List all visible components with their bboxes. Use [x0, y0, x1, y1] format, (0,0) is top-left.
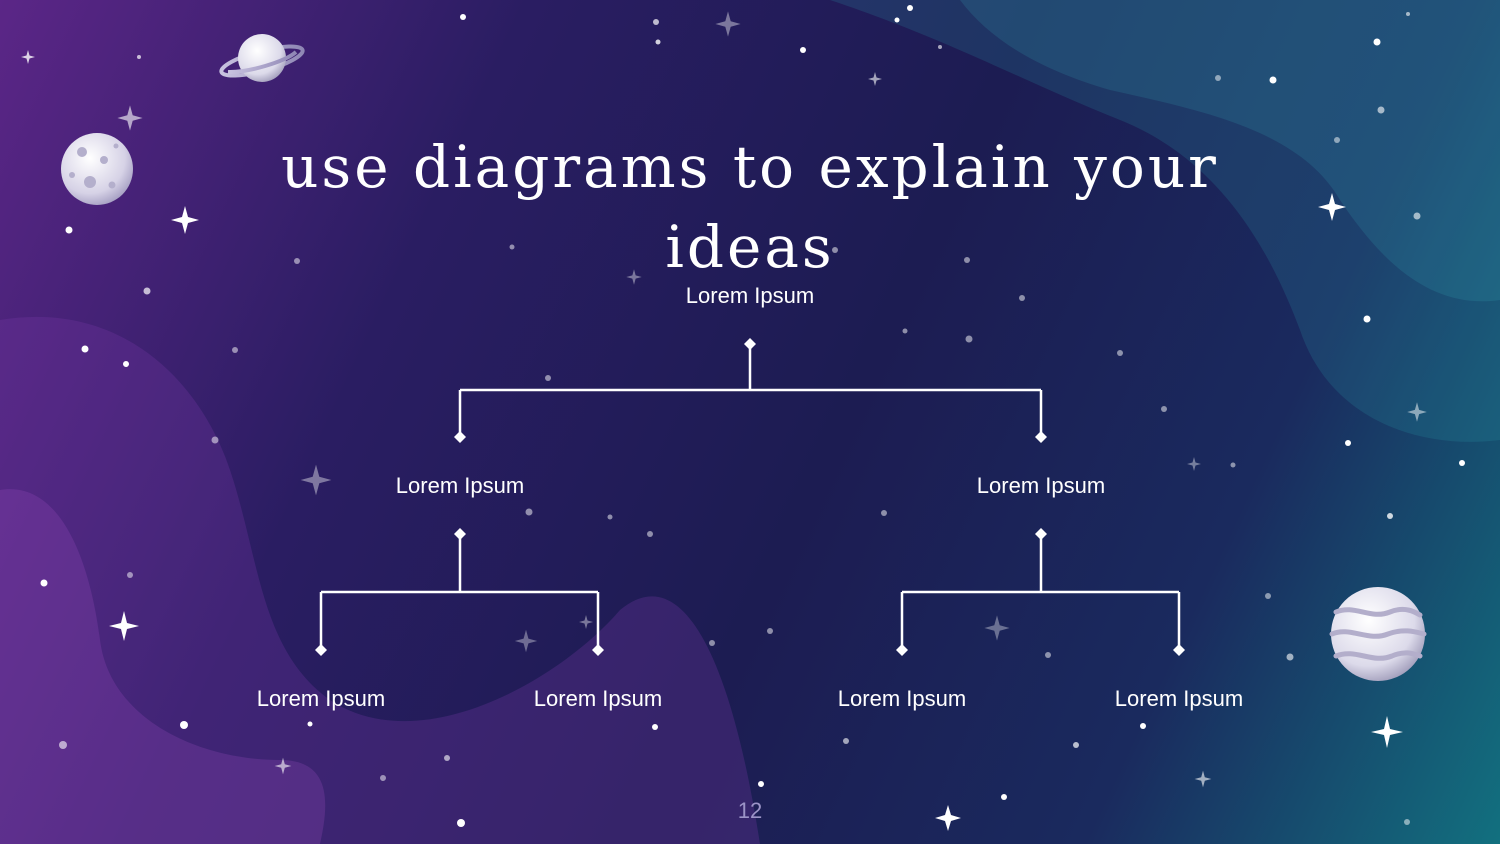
ringed-planet-icon	[219, 34, 305, 82]
star-dots	[40, 5, 1465, 827]
slide-title: Use diagrams to explain your ideas	[281, 132, 1219, 281]
moon-icon	[61, 133, 133, 205]
node-root-label: Lorem Ipsum	[685, 283, 815, 308]
node-level3-3-label: Lorem Ipsum	[837, 686, 967, 711]
node-level2-right-label: Lorem Ipsum	[976, 473, 1106, 498]
nebula-wave-right-inner	[960, 0, 1500, 302]
node-level3-2-label: Lorem Ipsum	[533, 686, 663, 711]
connector-diamonds	[315, 338, 1185, 656]
connector-right-branch	[900, 534, 1181, 650]
node-level3-1-label: Lorem Ipsum	[256, 686, 386, 711]
node-level3-4-label: Lorem Ipsum	[1114, 686, 1244, 711]
connector-left-branch	[319, 534, 600, 650]
page-number: 12	[737, 798, 763, 823]
striped-planet-icon	[1329, 587, 1427, 681]
connector-root	[458, 345, 1043, 437]
diagram-connectors	[319, 345, 1181, 650]
nebula-wave-left-inner	[0, 489, 326, 844]
node-level2-left-label: Lorem Ipsum	[395, 473, 525, 498]
nebula-wave-left	[0, 316, 760, 844]
sparkle-star-icon	[21, 11, 1427, 831]
nebula-wave-right	[830, 0, 1500, 442]
